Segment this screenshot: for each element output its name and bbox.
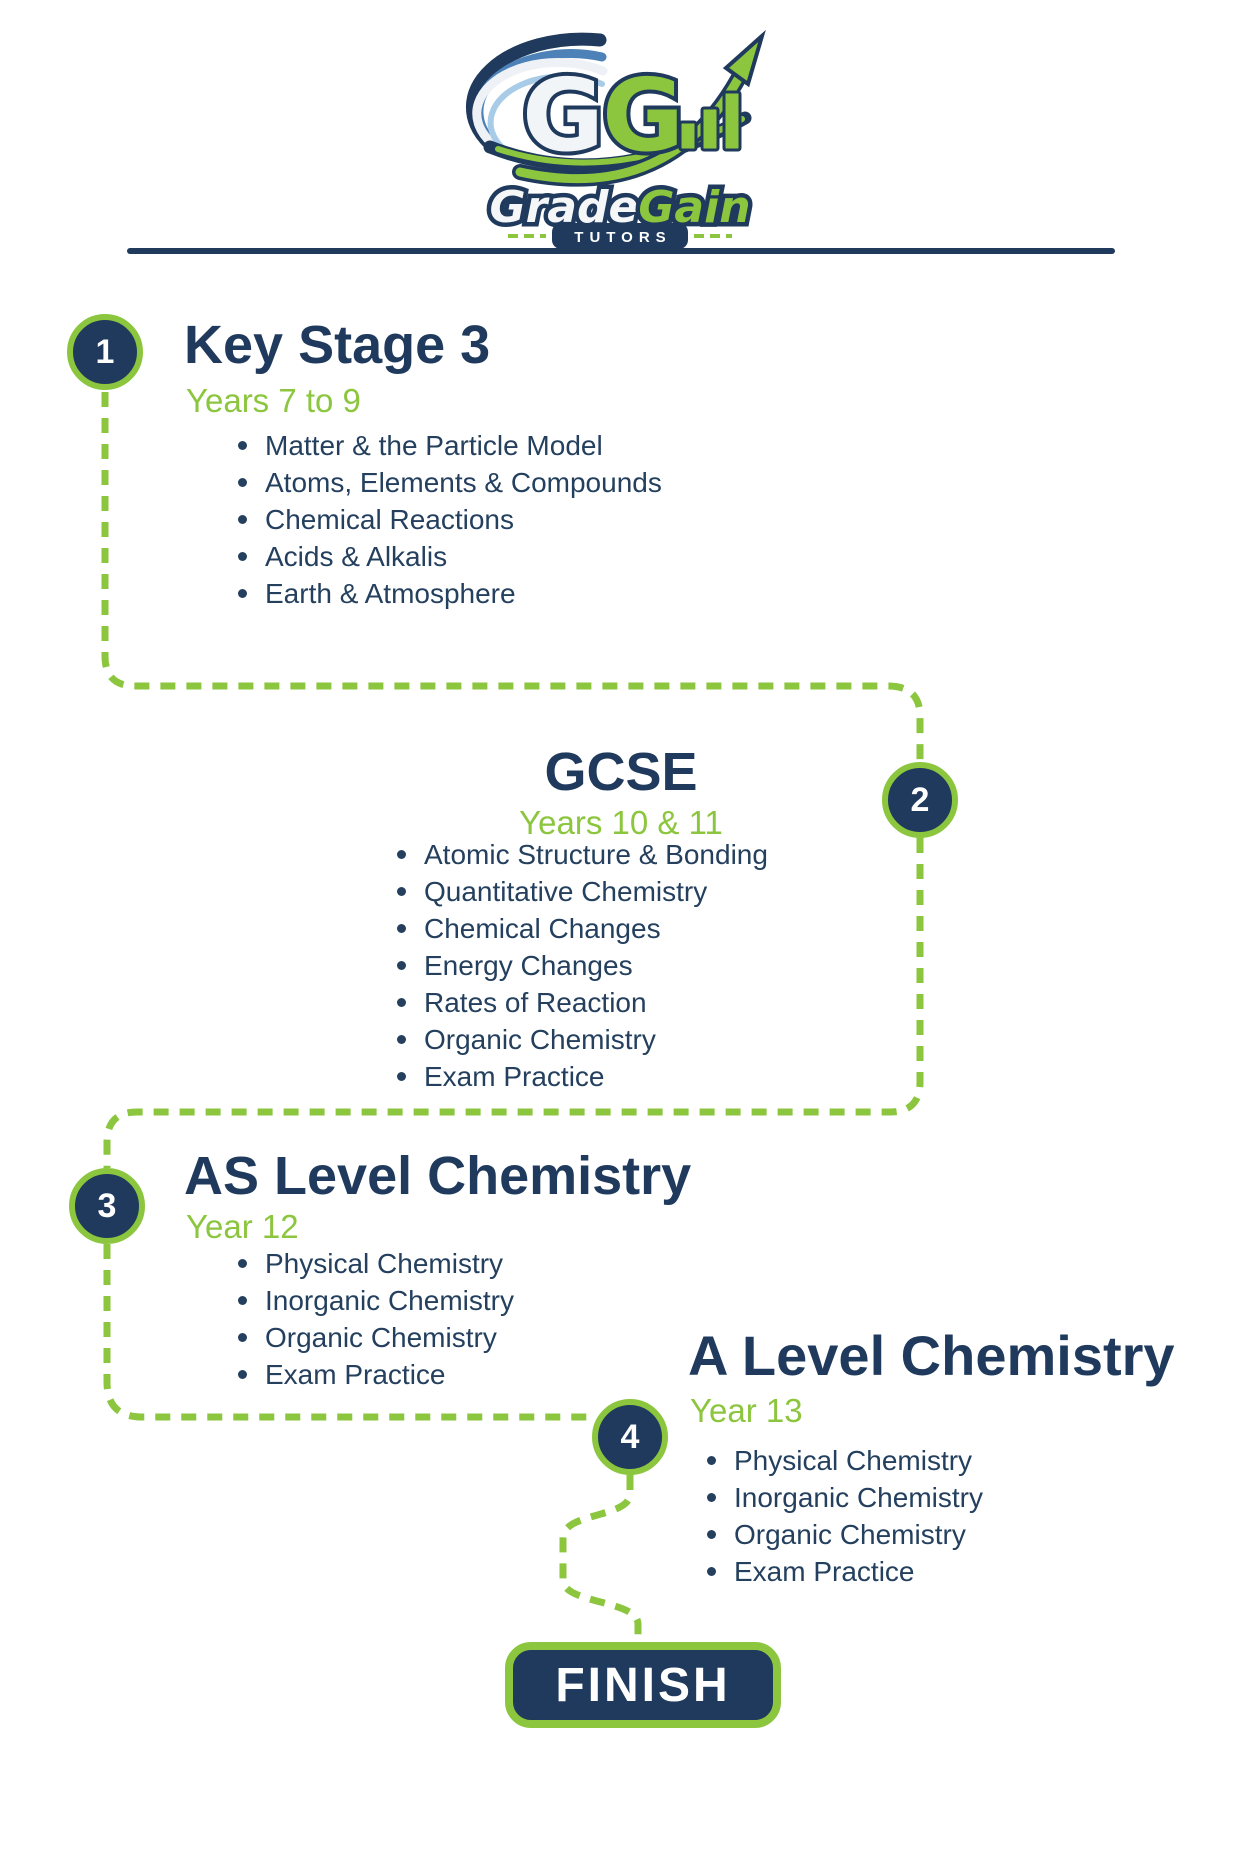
logo-swoosh-arcs (465, 32, 752, 172)
stage-2-title: GCSE (544, 742, 698, 802)
logo-gg-right: G (602, 57, 684, 174)
stage-4-title: A Level Chemistry (688, 1324, 1175, 1387)
list-item: Chemical Changes (397, 910, 768, 947)
stage-3-subtitle: Year 12 (186, 1208, 299, 1245)
finish-badge: FINISH (505, 1642, 781, 1728)
logo-growth-bars (678, 90, 742, 152)
list-item: Acids & Alkalis (238, 538, 662, 575)
finish-label: FINISH (555, 1658, 731, 1712)
stage-number: 2 (910, 780, 930, 819)
list-item: Matter & the Particle Model (238, 427, 662, 464)
stage-node-3: 3 (69, 1168, 145, 1244)
logo-tagline-banner: TUTORS (508, 223, 732, 249)
logo-tagline: TUTORS (574, 229, 671, 246)
stage-2-subtitle: Years 10 & 11 (519, 804, 723, 841)
list-item: Inorganic Chemistry (238, 1282, 514, 1319)
list-item: Rates of Reaction (397, 984, 768, 1021)
stage-number: 4 (620, 1417, 640, 1456)
list-item: Organic Chemistry (238, 1319, 514, 1356)
stage-node-4: 4 (592, 1399, 668, 1475)
stage-node-1: 1 (67, 314, 143, 390)
list-item: Energy Changes (397, 947, 768, 984)
list-item: Physical Chemistry (238, 1245, 514, 1282)
list-item: Inorganic Chemistry (707, 1479, 983, 1516)
list-item: Organic Chemistry (707, 1516, 983, 1553)
route-segment-4-finish (559, 1475, 642, 1642)
gradegain-logo: G G GradeGain TUTORS (465, 29, 766, 249)
list-item: Exam Practice (397, 1058, 768, 1095)
list-item: Exam Practice (707, 1553, 983, 1590)
list-item: Organic Chemistry (397, 1021, 768, 1058)
stage-3-title: AS Level Chemistry (184, 1146, 692, 1206)
stage-node-2: 2 (882, 762, 958, 838)
list-item: Quantitative Chemistry (397, 873, 768, 910)
list-item: Atomic Structure & Bonding (397, 836, 768, 873)
list-item: Chemical Reactions (238, 501, 662, 538)
logo-gg-left: G (522, 57, 604, 174)
list-item: Atoms, Elements & Compounds (238, 464, 662, 501)
stage-number: 3 (97, 1186, 117, 1225)
header-divider (127, 248, 1115, 254)
list-item: Exam Practice (238, 1356, 514, 1393)
stage-1-title: Key Stage 3 (184, 315, 491, 375)
list-item: Physical Chemistry (707, 1442, 983, 1479)
stage-4-subtitle: Year 13 (690, 1392, 803, 1429)
stage-number: 1 (95, 332, 115, 371)
list-item: Earth & Atmosphere (238, 575, 662, 612)
stage-1-subtitle: Years 7 to 9 (186, 382, 361, 419)
